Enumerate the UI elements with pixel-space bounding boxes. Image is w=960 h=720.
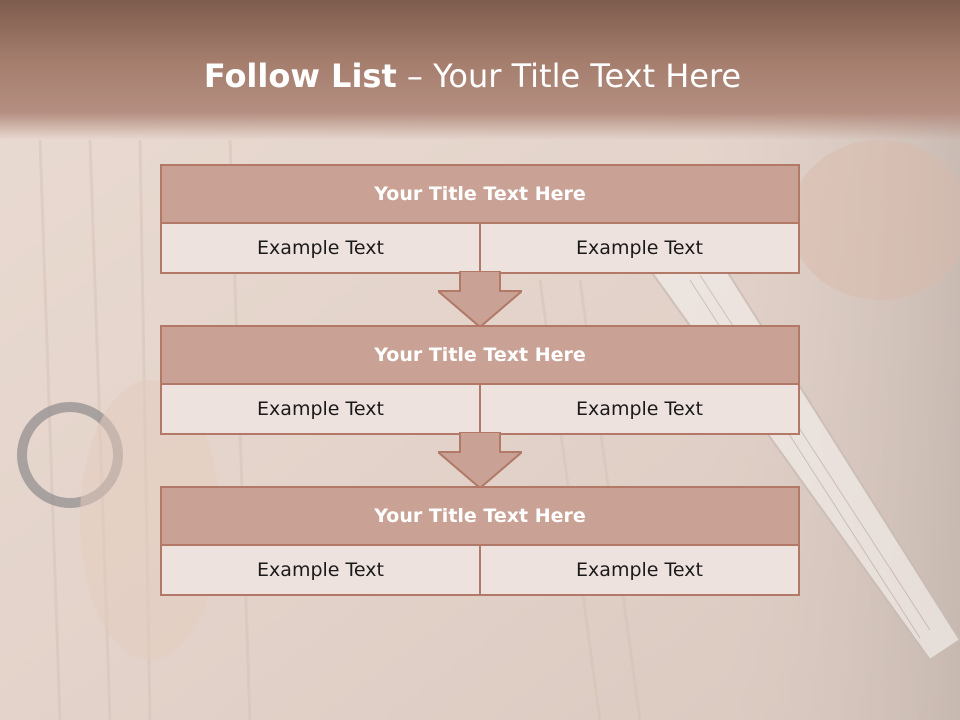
block-row: Example Text Example Text	[162, 224, 798, 272]
slide-title: Follow List – Your Title Text Here	[0, 52, 945, 100]
slide-title-bold: Follow List	[203, 57, 397, 95]
block-cell-left: Example Text	[162, 385, 479, 433]
block-cell-left: Example Text	[162, 546, 479, 594]
list-block-2: Your Title Text Here Example Text Exampl…	[160, 325, 800, 435]
block-row: Example Text Example Text	[162, 385, 798, 433]
block-cell-right: Example Text	[479, 224, 798, 272]
block-cell-right: Example Text	[479, 385, 798, 433]
header-band	[0, 0, 960, 140]
block-row: Example Text Example Text	[162, 546, 798, 594]
slide-title-rest: – Your Title Text Here	[396, 57, 742, 95]
down-arrow-icon	[438, 432, 522, 490]
block-cell-left: Example Text	[162, 224, 479, 272]
list-block-1: Your Title Text Here Example Text Exampl…	[160, 164, 800, 274]
down-arrow-icon	[438, 271, 522, 329]
list-block-3: Your Title Text Here Example Text Exampl…	[160, 486, 800, 596]
block-title: Your Title Text Here	[162, 166, 798, 224]
block-title: Your Title Text Here	[162, 488, 798, 546]
block-title: Your Title Text Here	[162, 327, 798, 385]
block-cell-right: Example Text	[479, 546, 798, 594]
